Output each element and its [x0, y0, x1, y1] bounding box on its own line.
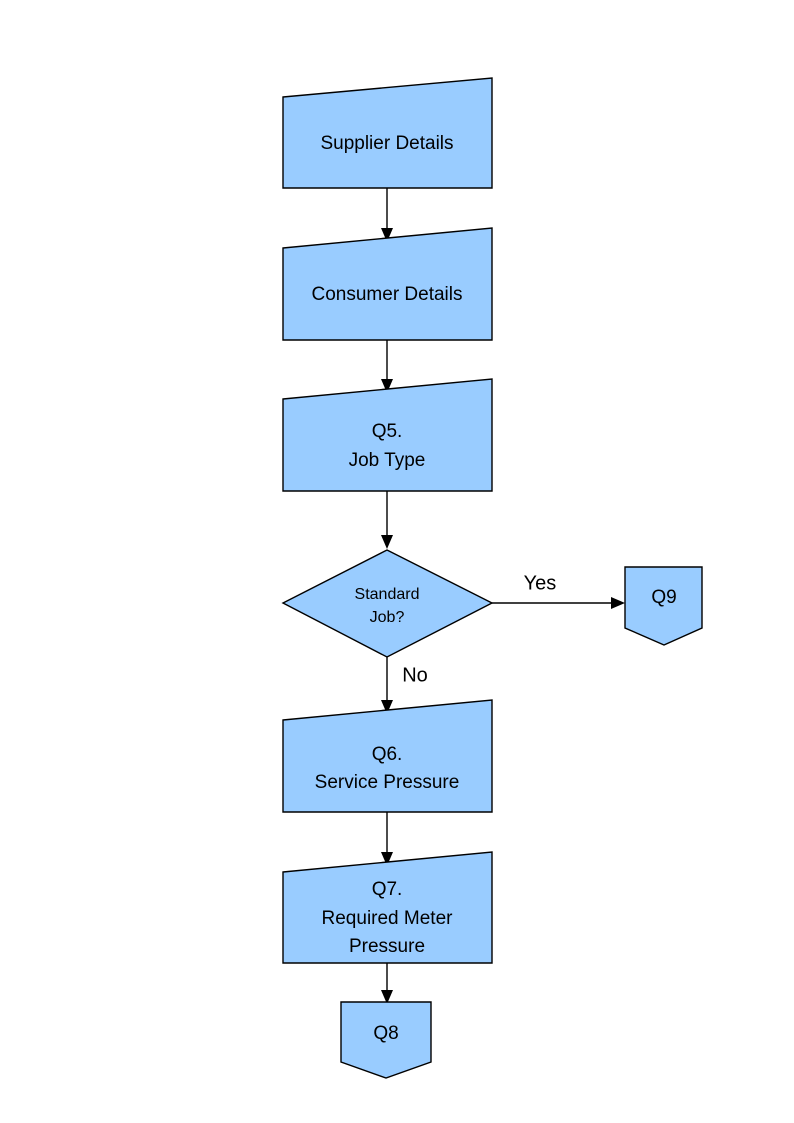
edge-q7-to-q8 [381, 963, 393, 1004]
edge-decision-to-q6-arrowhead [381, 700, 393, 714]
consumer-details-shape[interactable] [282, 227, 493, 341]
q7-required-meter-pressure-shape[interactable] [282, 851, 493, 964]
node-q6-service-pressure[interactable]: Q6. Service Pressure [282, 699, 493, 813]
edge-decision-to-q9-arrowhead [611, 597, 625, 609]
q5-job-type-shape[interactable] [282, 378, 493, 492]
edge-decision-to-q9: Yes [492, 572, 625, 609]
q6-service-pressure-label-line2: Service Pressure [315, 772, 460, 793]
supplier-details-label: Supplier Details [320, 133, 453, 154]
q8-connector-shape[interactable] [340, 1001, 432, 1079]
q7-required-meter-pressure-label-line3: Pressure [349, 936, 425, 957]
q7-required-meter-pressure-label-line2: Required Meter [322, 908, 454, 929]
edge-label-yes: Yes [524, 572, 557, 594]
q7-required-meter-pressure-label-line1: Q7. [372, 879, 403, 900]
edge-consumer-to-q5-arrowhead [381, 379, 393, 393]
consumer-details-label: Consumer Details [312, 284, 463, 305]
q9-connector-label: Q9 [651, 587, 676, 608]
q6-service-pressure-label-line1: Q6. [372, 744, 403, 765]
q5-job-type-label-line1: Q5. [372, 421, 403, 442]
edge-q5-to-decision [381, 491, 393, 549]
edge-q6-to-q7-arrowhead [381, 852, 393, 866]
edge-q5-to-decision-arrowhead [381, 535, 393, 549]
node-q7-required-meter-pressure[interactable]: Q7. Required Meter Pressure [282, 851, 493, 964]
node-standard-job-decision[interactable]: Standard Job? [281, 549, 494, 658]
node-q5-job-type[interactable]: Q5. Job Type [282, 378, 493, 492]
node-supplier-details[interactable]: Supplier Details [282, 77, 493, 189]
node-q9-connector[interactable]: Q9 [624, 566, 703, 646]
edge-q7-to-q8-arrowhead [381, 990, 393, 1004]
q5-job-type-label-line2: Job Type [349, 450, 426, 471]
standard-job-decision-label-line2: Job? [370, 609, 405, 626]
supplier-details-shape[interactable] [282, 77, 493, 189]
node-q8-connector[interactable]: Q8 [340, 1001, 432, 1079]
edge-supplier-to-consumer-arrowhead [381, 228, 393, 242]
edge-decision-to-q6: No [381, 657, 428, 714]
node-consumer-details[interactable]: Consumer Details [282, 227, 493, 341]
q6-service-pressure-shape[interactable] [282, 699, 493, 813]
q9-connector-shape[interactable] [624, 566, 703, 646]
edge-q6-to-q7 [381, 812, 393, 866]
edge-label-no: No [402, 664, 428, 686]
standard-job-decision-label-line1: Standard [355, 586, 420, 603]
q8-connector-label: Q8 [373, 1023, 398, 1044]
edge-consumer-to-q5 [381, 340, 393, 393]
edge-supplier-to-consumer [381, 188, 393, 242]
standard-job-decision-shape[interactable] [281, 549, 494, 658]
